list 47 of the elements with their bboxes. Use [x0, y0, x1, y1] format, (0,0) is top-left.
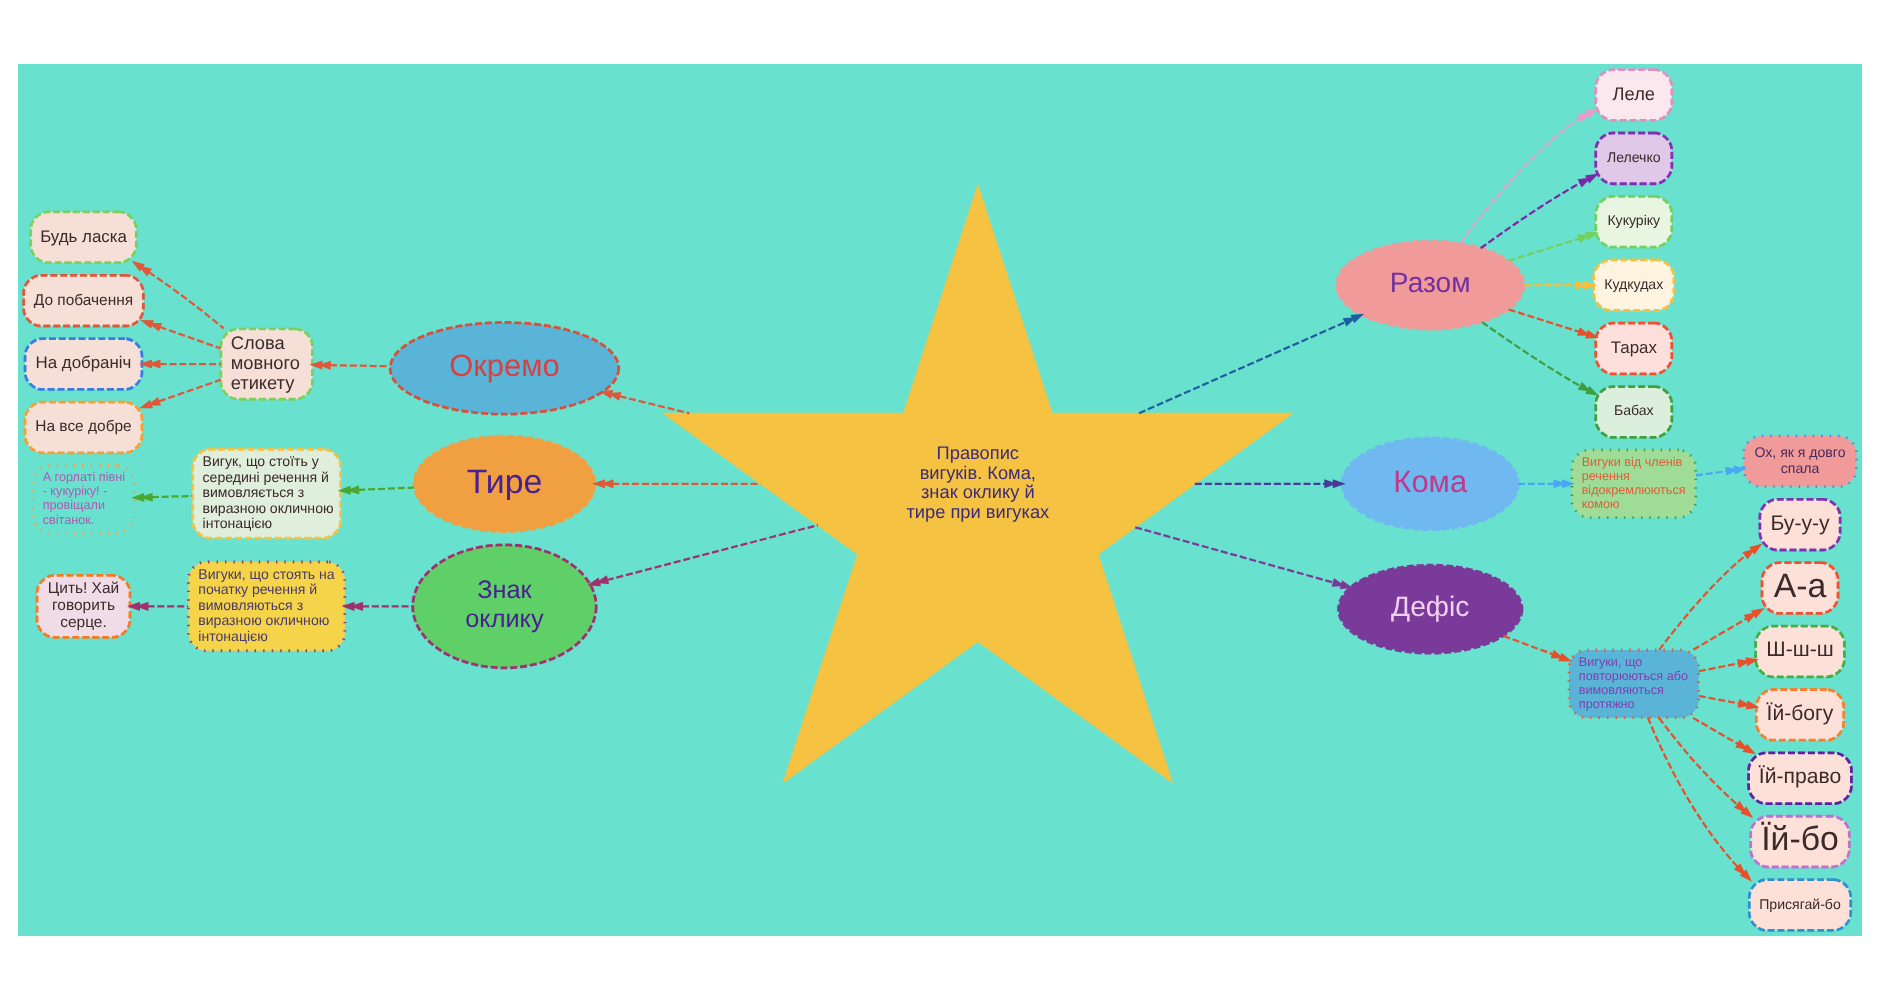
arrow: [337, 484, 414, 494]
node-box: Їй-право: [1747, 750, 1853, 804]
arrow: [587, 523, 819, 586]
arrow: [341, 600, 413, 610]
arrow: [1695, 464, 1747, 476]
arrow: [1480, 172, 1599, 249]
node-box: До побачення: [22, 272, 145, 327]
arrow: [1503, 633, 1573, 661]
arrow: [131, 491, 193, 501]
node-box: На добраніч: [23, 336, 144, 390]
node-box: Їй-бо: [1749, 813, 1851, 868]
arrow: [1459, 107, 1599, 243]
arrow: [599, 388, 690, 414]
arrow: [127, 600, 189, 610]
arrow: [1646, 716, 1752, 881]
arrow: [1138, 312, 1365, 414]
arrow: [1692, 715, 1756, 754]
arrow: [1508, 230, 1599, 261]
arrow: [1658, 716, 1754, 818]
arrow: [1517, 478, 1575, 488]
arrow: [1658, 542, 1763, 650]
node-box: Цить! Хай говорить серце.: [35, 572, 132, 638]
arrow: [1481, 320, 1599, 395]
arrow: [1698, 693, 1760, 709]
arrow: [309, 359, 390, 369]
node-box: На все добре: [23, 399, 144, 454]
arrow: [1692, 607, 1765, 650]
node-box: А-а: [1760, 560, 1840, 614]
node-box: Слова мовного етикету: [219, 326, 314, 400]
node-ellipse: Тире: [412, 433, 597, 532]
node-box: Тарах: [1594, 320, 1674, 375]
arrow: [1698, 656, 1759, 672]
arrow: [1194, 478, 1346, 488]
arrow: [1524, 279, 1597, 289]
arrow: [1508, 307, 1599, 338]
arrow: [1134, 525, 1354, 589]
node-box: Ш-ш-ш: [1754, 623, 1846, 678]
arrow: [592, 478, 761, 488]
node-box: Леле: [1594, 67, 1674, 121]
node-box: Будь ласка: [29, 209, 138, 264]
node-box: Бу-у-у: [1758, 496, 1842, 551]
node-box: Їй-богу: [1754, 687, 1846, 741]
arrow: [131, 259, 225, 329]
arrow: [139, 358, 221, 368]
node-ellipse: Знак оклику: [411, 542, 598, 669]
arrow: [140, 319, 222, 349]
node-ellipse: Кома: [1340, 435, 1520, 531]
